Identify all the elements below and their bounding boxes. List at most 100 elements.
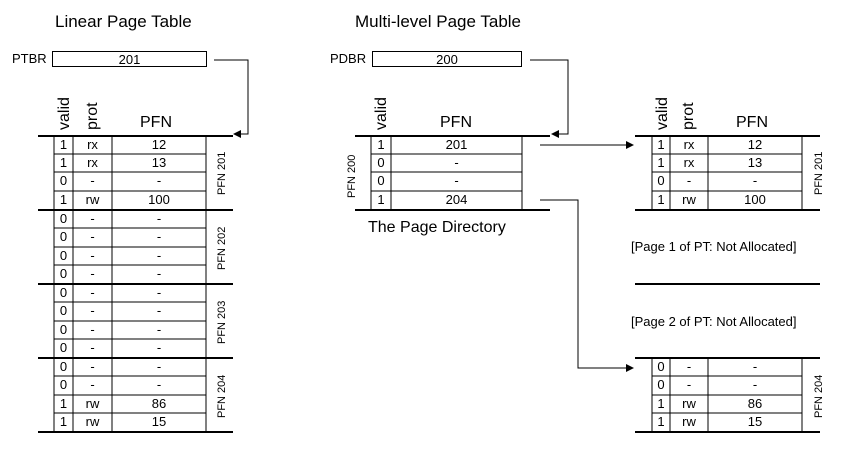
pt4-row-pfn-cell: 86 bbox=[747, 396, 763, 411]
linear-row-prot-cell: rx bbox=[87, 155, 98, 170]
linear-row-pfn-cell: - bbox=[156, 248, 162, 263]
linear-row-valid-cell: 1 bbox=[59, 155, 68, 170]
linear-row-valid-cell: 1 bbox=[59, 396, 68, 411]
ptbr-register: 201 bbox=[52, 51, 207, 67]
pt4-row-valid-cell: 1 bbox=[657, 414, 665, 429]
linear-row-pfn-cell: 12 bbox=[151, 137, 167, 152]
linear-row-valid-cell: 0 bbox=[59, 285, 68, 300]
pt4-row-prot-cell: - bbox=[686, 359, 692, 374]
dir-pfn-header: PFN bbox=[440, 114, 472, 131]
linear-row-prot-cell: rw bbox=[85, 396, 100, 411]
pt4-row-prot-cell: rw bbox=[682, 396, 696, 411]
pt1-side-label: PFN 201 bbox=[813, 151, 825, 195]
linear-row-pfn-cell: - bbox=[156, 359, 162, 374]
linear-row-valid-cell: 0 bbox=[59, 377, 68, 392]
linear-row-prot-cell: - bbox=[90, 248, 95, 263]
linear-page-label: PFN 202 bbox=[216, 226, 228, 270]
pt4-side-label: PFN 204 bbox=[813, 374, 825, 418]
linear-row-pfn-cell: - bbox=[156, 266, 162, 281]
linear-row-prot-cell: - bbox=[90, 359, 95, 374]
linear-row-prot-cell: - bbox=[90, 322, 95, 337]
dir-row-valid-cell: 1 bbox=[377, 192, 385, 207]
pt4-row-pfn-cell: - bbox=[752, 377, 758, 392]
linear-row-valid-cell: 0 bbox=[59, 211, 68, 226]
linear-row-pfn-cell: - bbox=[156, 229, 162, 244]
linear-valid-header: valid bbox=[56, 97, 73, 130]
linear-row-valid-cell: 0 bbox=[59, 173, 68, 188]
linear-row-pfn-cell: - bbox=[156, 377, 162, 392]
linear-row-prot-cell: - bbox=[90, 377, 95, 392]
linear-row-valid-cell: 1 bbox=[59, 414, 68, 429]
linear-row-valid-cell: 0 bbox=[59, 359, 68, 374]
linear-row-prot-cell: - bbox=[90, 285, 95, 300]
pdbr-register: 200 bbox=[372, 51, 522, 67]
pt1-row-prot-cell: - bbox=[686, 173, 692, 188]
pt1-row-valid-cell: 0 bbox=[657, 173, 665, 188]
dir-row-pfn-cell: - bbox=[454, 155, 459, 170]
pt4-row-valid-cell: 1 bbox=[657, 396, 665, 411]
linear-row-pfn-cell: 86 bbox=[151, 396, 167, 411]
linear-row-valid-cell: 1 bbox=[59, 192, 68, 207]
linear-row-prot-cell: rw bbox=[85, 192, 100, 207]
pt1-row-prot-cell: rx bbox=[683, 137, 695, 152]
linear-row-pfn-cell: - bbox=[156, 322, 162, 337]
linear-row-pfn-cell: - bbox=[156, 173, 162, 188]
linear-row-valid-cell: 1 bbox=[59, 137, 68, 152]
linear-row-valid-cell: 0 bbox=[59, 340, 68, 355]
linear-row-prot-cell: - bbox=[90, 211, 95, 226]
pt1-prot-header: prot bbox=[680, 102, 697, 130]
linear-row-pfn-cell: - bbox=[156, 340, 162, 355]
ptbr-label: PTBR bbox=[12, 51, 47, 66]
pt4-row-pfn-cell: 15 bbox=[747, 414, 763, 429]
linear-page-label: PFN 204 bbox=[216, 374, 228, 418]
pt1-row-valid-cell: 1 bbox=[657, 155, 665, 170]
linear-pfn-header: PFN bbox=[140, 114, 172, 131]
linear-row-pfn-cell: 15 bbox=[151, 414, 167, 429]
multilevel-table-title: Multi-level Page Table bbox=[355, 12, 521, 31]
pt1-valid-header: valid bbox=[654, 97, 671, 130]
dir-row-pfn-cell: - bbox=[454, 173, 459, 188]
linear-row-prot-cell: - bbox=[90, 340, 95, 355]
linear-row-prot-cell: - bbox=[90, 173, 95, 188]
linear-page-label: PFN 201 bbox=[216, 151, 228, 195]
pt4-row-valid-cell: 0 bbox=[657, 359, 665, 374]
pt1-row-pfn-cell: - bbox=[752, 173, 758, 188]
pt1-row-valid-cell: 1 bbox=[657, 137, 665, 152]
linear-row-valid-cell: 0 bbox=[59, 229, 68, 244]
linear-row-valid-cell: 0 bbox=[59, 248, 68, 263]
linear-page-label: PFN 203 bbox=[216, 300, 228, 344]
pt1-row-pfn-cell: 100 bbox=[744, 192, 766, 207]
pt1-row-valid-cell: 1 bbox=[657, 192, 665, 207]
dir-row-valid-cell: 0 bbox=[377, 155, 385, 170]
pt4-row-pfn-cell: - bbox=[752, 359, 758, 374]
linear-row-pfn-cell: 13 bbox=[151, 155, 167, 170]
dir-valid-header: valid bbox=[373, 97, 390, 130]
linear-row-prot-cell: - bbox=[90, 229, 95, 244]
linear-row-pfn-cell: 100 bbox=[148, 192, 170, 207]
pt1-row-prot-cell: rx bbox=[683, 155, 695, 170]
linear-row-pfn-cell: - bbox=[156, 285, 162, 300]
linear-row-prot-cell: - bbox=[90, 266, 95, 281]
pt4-row-prot-cell: rw bbox=[682, 414, 696, 429]
linear-row-prot-cell: rw bbox=[85, 414, 100, 429]
pt1-row-pfn-cell: 13 bbox=[747, 155, 763, 170]
not-allocated-note-2: [Page 2 of PT: Not Allocated] bbox=[631, 314, 797, 329]
pt1-row-prot-cell: rw bbox=[682, 192, 696, 207]
dir-row-valid-cell: 0 bbox=[377, 173, 385, 188]
page-directory-caption: The Page Directory bbox=[368, 219, 506, 236]
linear-row-pfn-cell: - bbox=[156, 211, 162, 226]
pt1-row-pfn-cell: 12 bbox=[747, 137, 763, 152]
dir-side-label: PFN 200 bbox=[346, 154, 358, 198]
linear-row-valid-cell: 0 bbox=[59, 322, 68, 337]
linear-prot-header: prot bbox=[84, 102, 101, 130]
linear-table-title: Linear Page Table bbox=[55, 12, 192, 31]
pt4-row-prot-cell: - bbox=[686, 377, 692, 392]
pt1-pfn-header: PFN bbox=[736, 114, 768, 131]
linear-row-pfn-cell: - bbox=[156, 303, 162, 318]
not-allocated-note-1: [Page 1 of PT: Not Allocated] bbox=[631, 239, 797, 254]
dir-row-pfn-cell: 201 bbox=[445, 137, 468, 152]
pt4-row-valid-cell: 0 bbox=[657, 377, 665, 392]
dir-row-valid-cell: 1 bbox=[377, 137, 385, 152]
dir-row-pfn-cell: 204 bbox=[445, 192, 468, 207]
